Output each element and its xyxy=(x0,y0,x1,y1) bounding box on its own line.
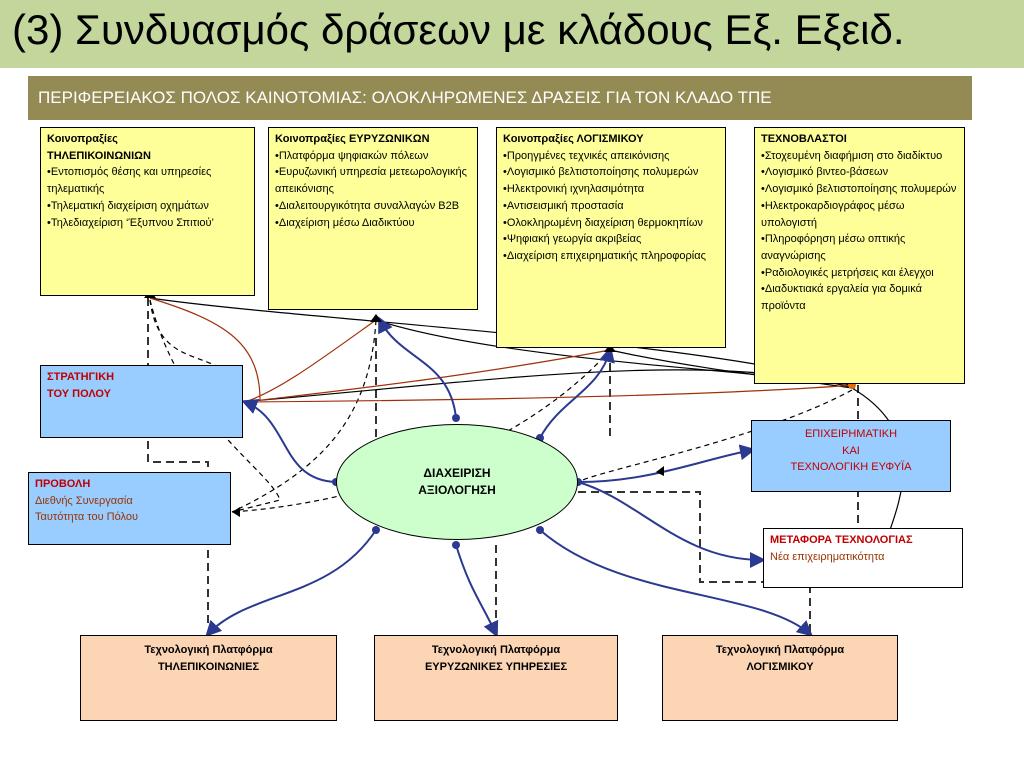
platform-line-2: ΤΗΛΕΠΙΚΟΙΝΩΝΙΕΣ xyxy=(157,660,260,673)
dashed-line-telecom-strategy xyxy=(147,298,209,625)
software-item: •Διαχείριση επιχειρηματικής πληροφορίας xyxy=(503,250,706,263)
brown-curve-2 xyxy=(244,319,377,403)
techno-item: •Ραδιολογικές μετρήσεις και έλεγχοι xyxy=(761,266,934,279)
promotion-line: Ταυτότητα του Πόλου xyxy=(35,511,138,524)
node-5 xyxy=(372,526,380,534)
box-technovlastoi: ΤΕΧΝΟΒΛΑΣΤΟΙ •Στοχευμένη διαφήμιση στο δ… xyxy=(754,127,965,384)
box-strategy: ΣΤΡΑΤΗΓΙΚΗ ΤΟΥ ΠΟΛΟΥ xyxy=(40,365,243,438)
platform-line-2: ΕΥΡΥΖΩΝΙΚΕΣ ΥΠΗΡΕΣΙΕΣ xyxy=(424,660,568,673)
box-promotion: ΠΡΟΒΟΛΗ Διεθνής Συνεργασία Ταυτότητα του… xyxy=(28,472,231,545)
promotion-line: Διεθνής Συνεργασία xyxy=(35,494,133,507)
software-item: •Ολοκληρωμένη διαχείριση θερμοκηπίων xyxy=(503,216,703,229)
broadband-item: •Πλατφόρμα ψηφιακών πόλεων xyxy=(275,149,429,162)
transfer-heading: ΜΕΤΑΦΟΡΑ ΤΕΧΝΟΛΟΓΙΑΣ xyxy=(770,534,913,546)
techno-item: •Ηλεκτροκαρδιογράφος μέσω υπολογιστή xyxy=(761,199,905,229)
entrepreneurship-line-2: ΚΑΙ xyxy=(842,444,860,457)
node-2 xyxy=(452,414,460,422)
software-heading: Κοινοπραξίες ΛΟΓΙΣΜΙΚΟΥ xyxy=(503,133,644,145)
telecom-item: •Τηλεδιαχείριση ‘Έξυπνου Σπιτιού’ xyxy=(47,216,214,229)
broadband-heading: Κοινοπραξίες ΕΥΡΥΖΩΝΙΚΩΝ xyxy=(275,133,430,145)
telecom-heading-2: ΤΗΛΕΠΙΚΟΙΝΩΝΙΩΝ xyxy=(47,149,151,162)
software-item: •Λογισμικό βελτιστοποίησης πολυμερών xyxy=(503,166,699,179)
subtitle-banner: ΠΕΡΙΦΕΡΕΙΑΚΟΣ ΠΟΛΟΣ ΚΑΙΝΟΤΟΜΙΑΣ: ΟΛΟΚΛΗΡ… xyxy=(28,76,972,120)
software-item: •Ψηφιακή γεωργία ακριβείας xyxy=(503,233,642,246)
entrepreneurship-line-3: ΤΕΧΝΟΛΟΓΙΚΗ ΕΥΦΥΪΑ xyxy=(790,461,912,474)
telecom-heading-1: Κοινοπραξίες xyxy=(47,133,118,145)
software-item: •Ηλεκτρονική ιχνηλασιμότητα xyxy=(503,183,645,196)
platform-line-1: Τεχνολογική Πλατφόρμα xyxy=(144,644,273,656)
brown-curve-3 xyxy=(244,349,611,403)
navy-curve-platform2 xyxy=(455,544,499,638)
box-platform-software: Τεχνολογική Πλατφόρμα ΛΟΓΙΣΜΙΚΟΥ xyxy=(662,635,898,721)
center-line-2: ΑΞΙΟΛΟΓΗΣΗ xyxy=(418,483,496,497)
page-title: (3) Συνδυασμός δράσεων με κλάδους Εξ. Εξ… xyxy=(12,6,905,53)
navy-curve-software xyxy=(539,346,615,439)
center-management-evaluation: ΔΙΑΧΕΙΡΙΣΗ ΑΞΙΟΛΟΓΗΣΗ xyxy=(336,424,578,540)
box-platform-broadband: Τεχνολογική Πλατφόρμα ΕΥΡΥΖΩΝΙΚΕΣ ΥΠΗΡΕΣ… xyxy=(374,635,618,721)
techno-heading: ΤΕΧΝΟΒΛΑΣΤΟΙ xyxy=(761,133,847,145)
platform-line-1: Τεχνολογική Πλατφόρμα xyxy=(431,644,561,656)
navy-curve-strategy xyxy=(241,399,337,483)
broadband-item: •Ευρυζωνική υπηρεσία μετεωρολογικής απει… xyxy=(275,166,467,196)
strategy-line-2: ΤΟΥ ΠΟΛΟΥ xyxy=(47,387,111,400)
telecom-item: •Εντοπισμός θέσης και υπηρεσίες τηλεματι… xyxy=(47,166,212,196)
brown-curve-4 xyxy=(244,384,856,403)
arrowhead-broadband xyxy=(370,314,382,322)
techno-item: •Διαδυκτιακά εργαλεία για δομικά προϊόντ… xyxy=(761,283,922,313)
telecom-item: •Τηλεματική διαχείριση οχημάτων xyxy=(47,199,209,212)
entrepreneurship-line-1: ΕΠΙΧΕΙΡΗΜΑΤΙΚΗ xyxy=(804,428,898,440)
software-item: •Αντισεισμική προστασία xyxy=(503,199,624,212)
box-telecom-consortia: Κοινοπραξίες ΤΗΛΕΠΙΚΟΙΝΩΝΙΩΝ •Εντοπισμός… xyxy=(40,127,255,296)
arrowhead-promo xyxy=(232,507,240,517)
box-software-consortia: Κοινοπραξίες ΛΟΓΙΣΜΙΚΟΥ •Προηγμένες τεχν… xyxy=(496,127,726,348)
node-6 xyxy=(452,541,460,549)
box-broadband-consortia: Κοινοπραξίες ΕΥΡΥΖΩΝΙΚΩΝ •Πλατφόρμα ψηφι… xyxy=(268,127,478,310)
navy-curve-entrepreneur xyxy=(577,444,756,483)
navy-curve-broadband xyxy=(378,316,457,419)
box-tech-transfer: ΜΕΤΑΦΟΡΑ ΤΕΧΝΟΛΟΓΙΑΣ Νέα επιχειρηματικότ… xyxy=(763,528,963,588)
techno-item: •Λογισμικό βιντεο-βάσεων xyxy=(761,166,889,179)
platform-line-1: Τεχνολογική Πλατφόρμα xyxy=(715,644,845,656)
broadband-item: •Διαλειτουργικότητα συναλλαγών Β2Β xyxy=(275,199,460,212)
software-item: •Προηγμένες τεχνικές απεικόνισης xyxy=(503,149,670,162)
techno-item: •Λογισμικό βελτιστοποίησης πολυμερών xyxy=(761,183,957,196)
box-entrepreneurship: ΕΠΙΧΕΙΡΗΜΑΤΙΚΗ ΚΑΙ ΤΕΧΝΟΛΟΓΙΚΗ ΕΥΦΥΪΑ xyxy=(751,420,951,492)
navy-curve-transfer xyxy=(577,481,766,568)
navy-curve-platform1 xyxy=(205,529,377,637)
transfer-line: Νέα επιχειρηματικότητα xyxy=(770,550,885,563)
broadband-item: •Διαχείριση μέσω Διαδικτύου xyxy=(275,216,415,229)
platform-line-2: ΛΟΓΙΣΜΙΚΟΥ xyxy=(746,660,814,673)
center-line-1: ΔΙΑΧΕΙΡΙΣΗ xyxy=(423,466,491,481)
techno-item: •Πληροφόρηση μέσω οπτικής αναγνώρισης xyxy=(761,233,906,263)
box-platform-telecom: Τεχνολογική Πλατφόρμα ΤΗΛΕΠΙΚΟΙΝΩΝΙΕΣ xyxy=(80,635,337,721)
arrowhead-entrepreneur xyxy=(656,466,664,476)
techno-item: •Στοχευμένη διαφήμιση στο διαδίκτυο xyxy=(761,149,943,162)
node-7 xyxy=(536,526,544,534)
title-bar: (3) Συνδυασμός δράσεων με κλάδους Εξ. Εξ… xyxy=(0,0,1024,68)
promotion-heading: ΠΡΟΒΟΛΗ xyxy=(35,478,91,490)
strategy-line-1: ΣΤΡΑΤΗΓΙΚΗ xyxy=(47,371,115,383)
